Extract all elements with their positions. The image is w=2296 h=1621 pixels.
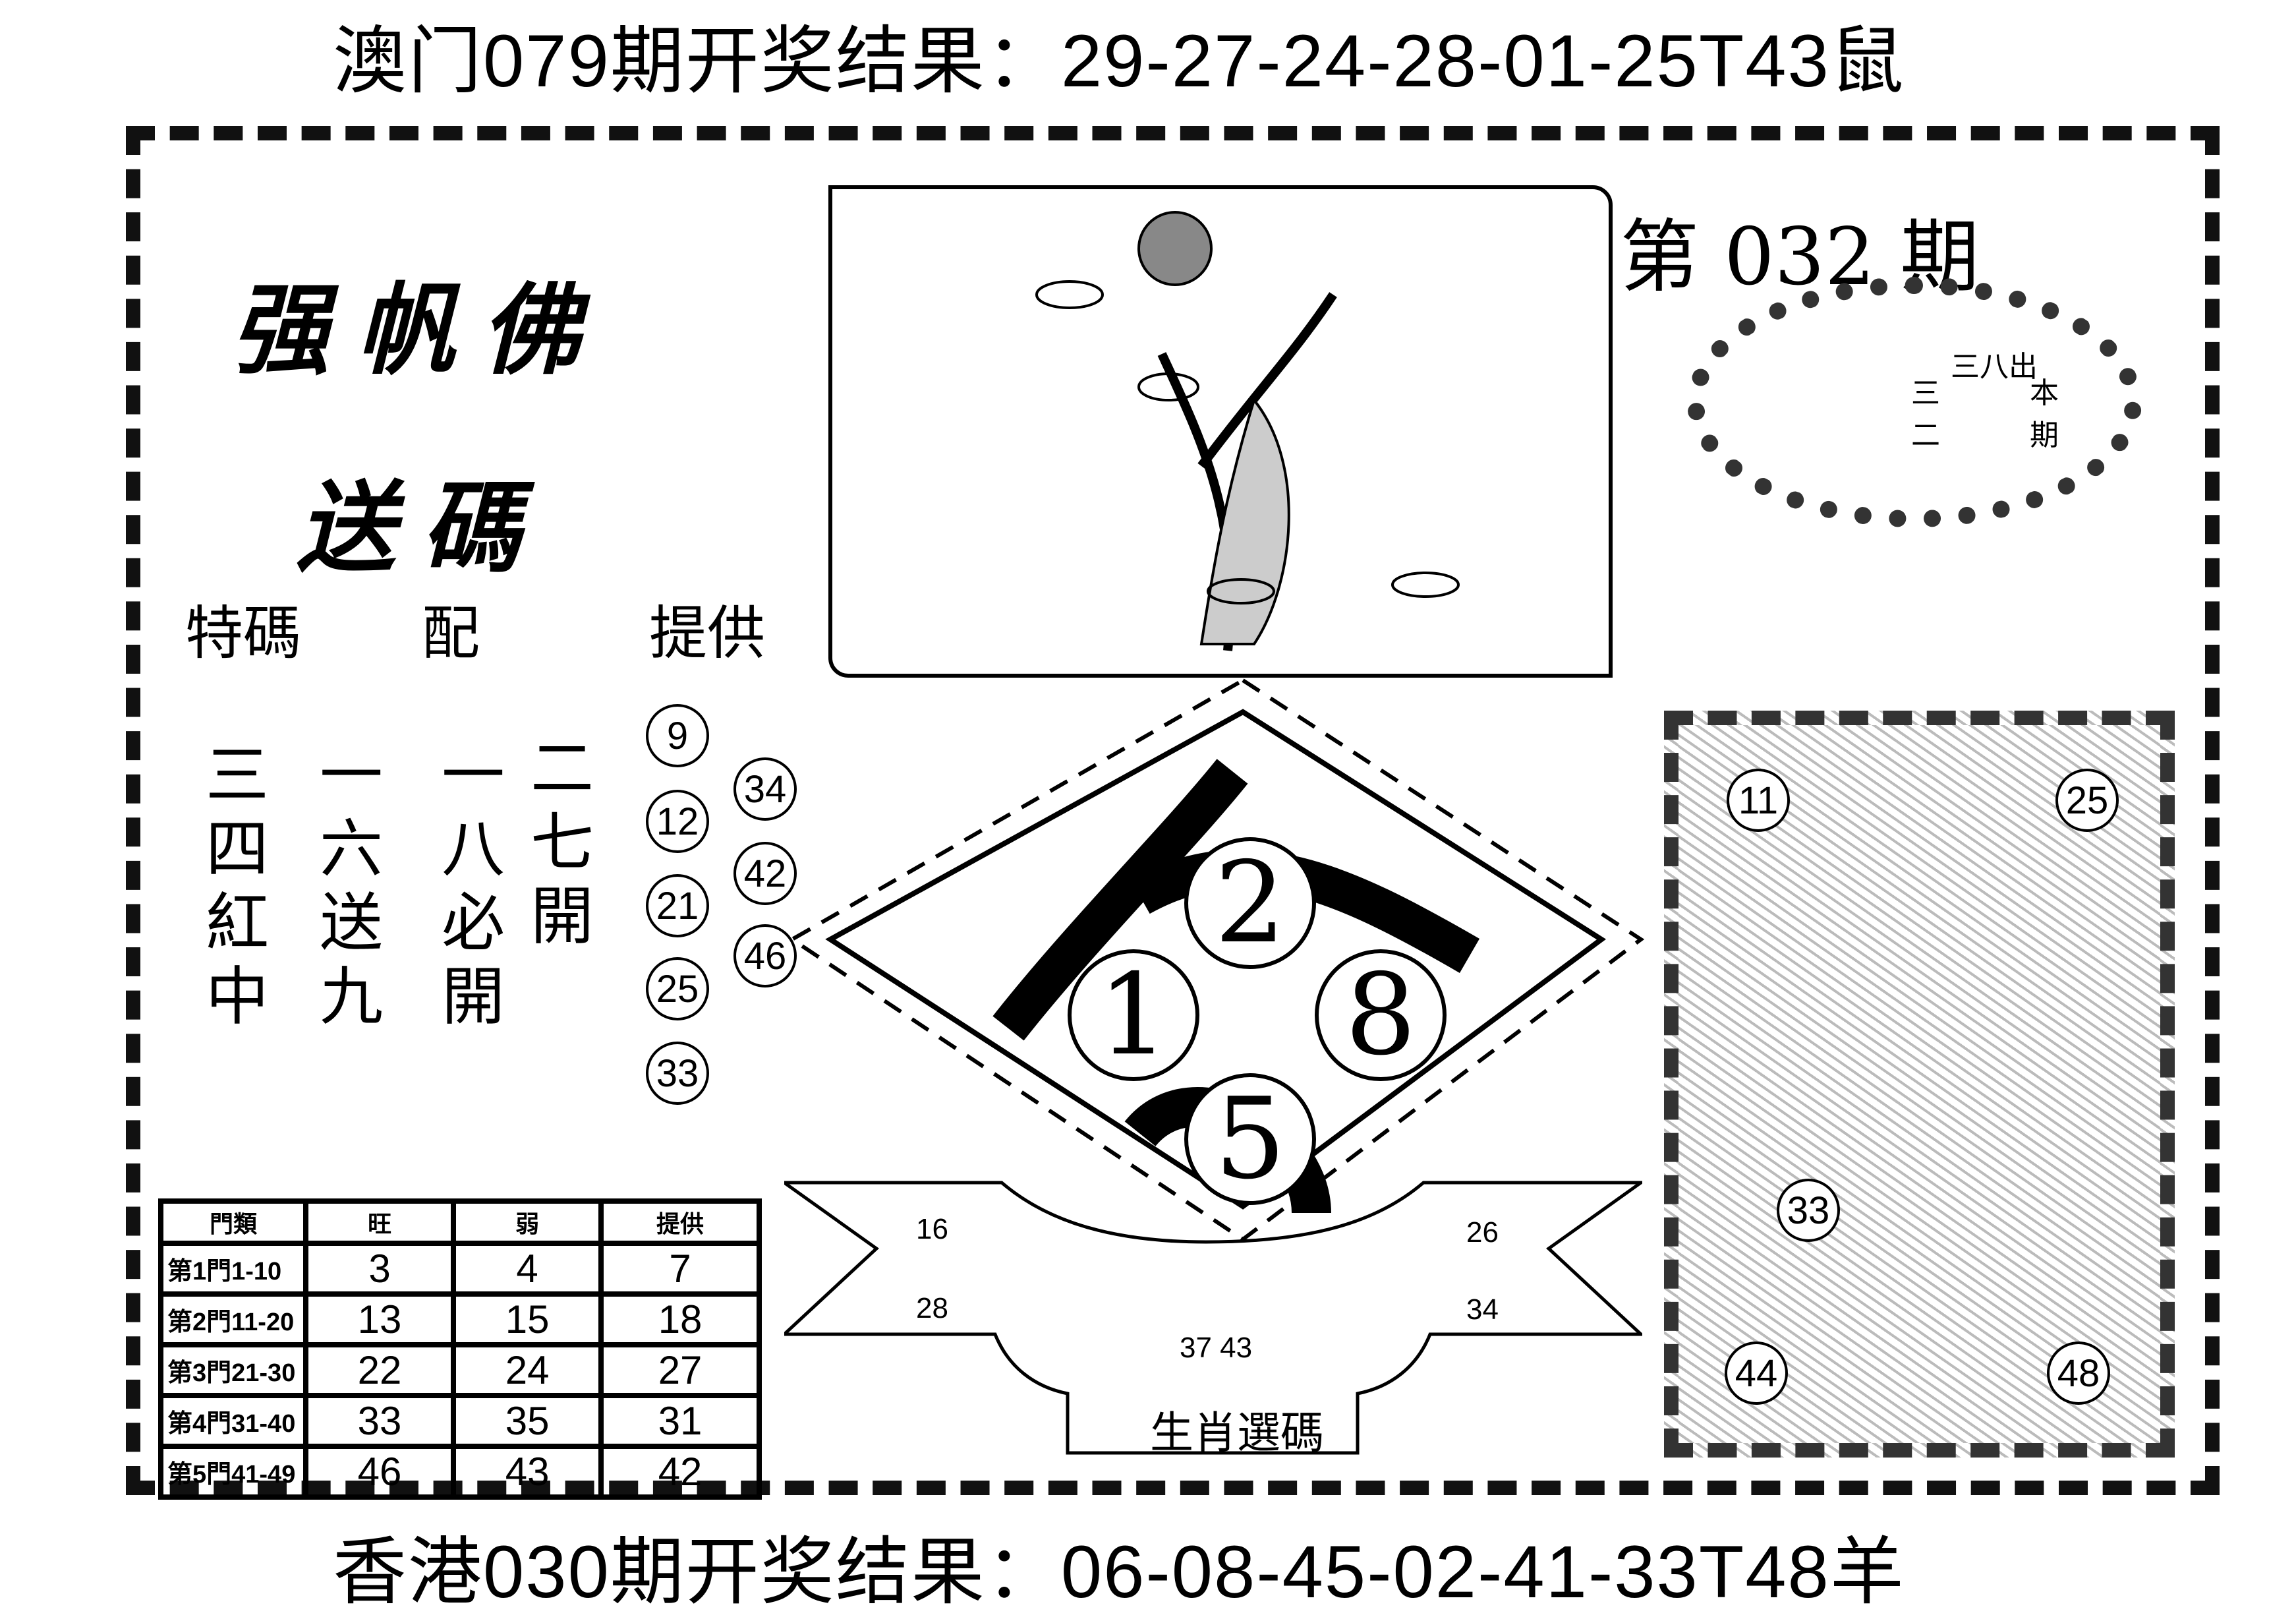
bead-text: 三二 — [1911, 377, 1940, 452]
table-cell: 46 — [302, 1444, 457, 1500]
portrait-illustration — [1664, 711, 2175, 1458]
calligraphy-title-1: 强帆佛 — [231, 272, 607, 388]
table-cell: 4 — [451, 1241, 604, 1297]
table-cell: 7 — [598, 1241, 762, 1297]
circled-number: 42 — [733, 842, 797, 905]
diamond-number: 2 — [1184, 837, 1316, 969]
table-cell: 22 — [302, 1342, 457, 1398]
table-cell: 33 — [302, 1393, 457, 1449]
table-header: 門類 — [158, 1198, 308, 1246]
diamond-number: 1 — [1068, 949, 1199, 1081]
calligraphy-title-2: 送碼 — [297, 470, 548, 586]
table-header: 提供 — [598, 1198, 762, 1246]
banner-center-numbers: 37 43 — [1180, 1332, 1253, 1364]
portrait-number: 44 — [1725, 1341, 1788, 1405]
table-cell: 42 — [598, 1444, 762, 1500]
circled-number: 34 — [733, 757, 797, 821]
circled-number: 46 — [733, 924, 797, 987]
portrait-number: 11 — [1727, 769, 1790, 832]
macau-result-title: 澳门079期开奖结果：29-27-24-28-01-25T43鼠 — [333, 20, 1905, 102]
table-cell: 31 — [598, 1393, 762, 1449]
portrait-number: 33 — [1777, 1179, 1840, 1242]
table-cell: 15 — [451, 1291, 604, 1347]
table-cell: 24 — [451, 1342, 604, 1398]
circled-number: 12 — [646, 790, 709, 853]
table-cell: 第3門21-30 — [158, 1342, 308, 1398]
circled-number: 21 — [646, 874, 709, 937]
label-pei: 配 — [422, 599, 480, 667]
table-header: 旺 — [302, 1198, 457, 1246]
portrait-number: 25 — [2055, 769, 2119, 832]
banner-label: 生肖選碼 — [1150, 1407, 1324, 1458]
bead-text: 三八出 — [1951, 351, 2038, 383]
hk-result-title: 香港030期开奖结果：06-08-45-02-41-33T48羊 — [333, 1531, 1905, 1613]
circled-number: 9 — [646, 704, 709, 767]
label-tema: 特碼 — [185, 599, 302, 667]
table-cell: 27 — [598, 1342, 762, 1398]
table-cell: 13 — [302, 1291, 457, 1347]
hint-column-1: 三四紅中 — [206, 738, 269, 1034]
banner-number: 28 — [916, 1292, 948, 1324]
portrait-number: 48 — [2047, 1341, 2110, 1405]
table-cell: 35 — [451, 1393, 604, 1449]
hint-column-3: 一八必開 — [442, 738, 505, 1034]
table-header: 弱 — [451, 1198, 604, 1246]
hint-column-2: 一六送九 — [320, 738, 383, 1034]
table-cell: 第1門1-10 — [158, 1241, 308, 1297]
table-cell: 第5門41-49 — [158, 1444, 308, 1500]
banner-number: 26 — [1466, 1216, 1499, 1249]
table-cell: 18 — [598, 1291, 762, 1347]
table-header-row: 門類 旺 弱 提供 — [158, 1198, 762, 1246]
table-cell: 43 — [451, 1444, 604, 1500]
table-cell: 3 — [302, 1241, 457, 1297]
table-cell: 第4門31-40 — [158, 1393, 308, 1449]
tree-illustration — [828, 185, 1613, 678]
banner-number: 16 — [916, 1213, 948, 1245]
banner-number: 34 — [1466, 1293, 1499, 1326]
label-provide: 提供 — [649, 599, 766, 667]
circled-number: 25 — [646, 957, 709, 1020]
hint-column-4: 二七開 — [531, 732, 594, 953]
zodiac-banner — [784, 1181, 1642, 1455]
circled-number: 33 — [646, 1042, 709, 1105]
bead-text: 本期 — [2030, 377, 2059, 452]
diamond-number: 5 — [1184, 1073, 1316, 1205]
diamond-number: 8 — [1315, 949, 1447, 1081]
table-cell: 第2門11-20 — [158, 1291, 308, 1347]
